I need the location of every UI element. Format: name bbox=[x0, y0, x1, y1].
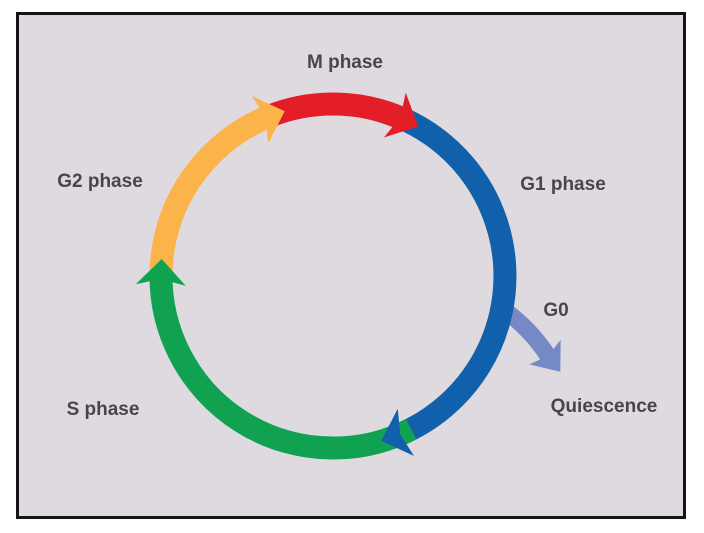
g1-phase-arc bbox=[371, 97, 517, 445]
quiescence-label: Quiescence bbox=[551, 396, 658, 417]
s-phase-label: S phase bbox=[67, 399, 140, 420]
g2-phase-arrowhead bbox=[251, 96, 285, 144]
s-phase-arc bbox=[149, 274, 417, 460]
g1-phase-label: G1 phase bbox=[520, 174, 606, 195]
g2-phase-label: G2 phase bbox=[57, 171, 143, 192]
g0-label: G0 bbox=[543, 300, 568, 321]
g2-phase-arc bbox=[149, 107, 271, 277]
m-phase-arrowhead bbox=[383, 92, 419, 138]
g0-arrowhead bbox=[529, 339, 561, 372]
m-phase-label: M phase bbox=[307, 52, 383, 73]
g1-phase-arrowhead bbox=[381, 408, 415, 456]
s-phase-arrowhead bbox=[135, 259, 186, 286]
